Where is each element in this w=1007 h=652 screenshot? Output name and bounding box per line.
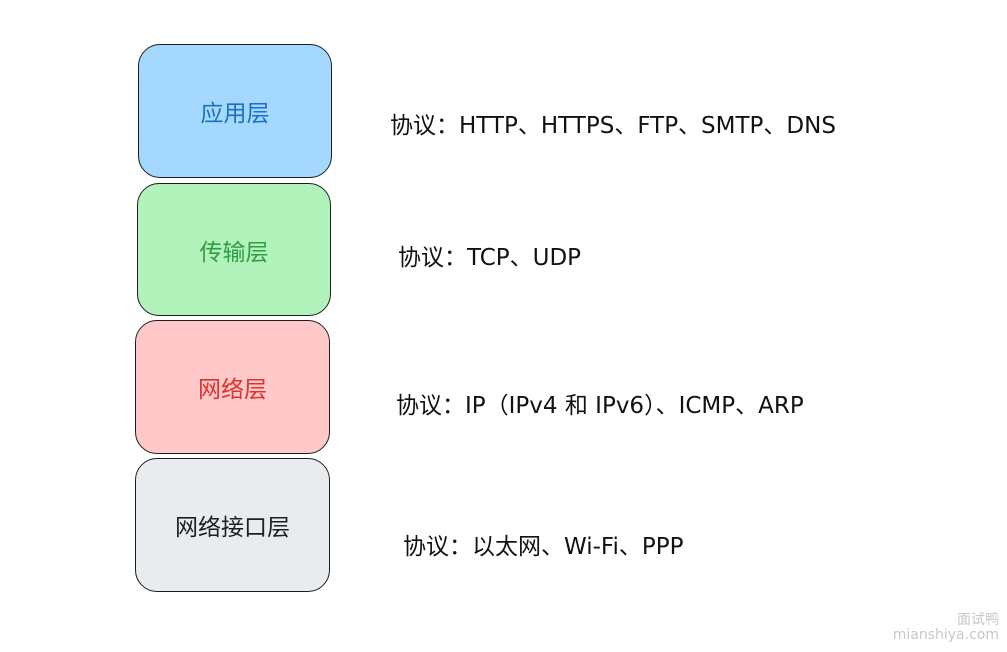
layer-label-network-interface: 网络接口层 bbox=[175, 515, 290, 541]
protocol-text-network: 协议：IP（IPv4 和 IPv6）、ICMP、ARP bbox=[396, 393, 804, 419]
layer-label-transport: 传输层 bbox=[199, 239, 269, 266]
layer-box-network-interface: 网络接口层 bbox=[135, 458, 330, 592]
watermark-brand: 面试鸭 bbox=[957, 612, 999, 628]
layer-box-network: 网络层 bbox=[135, 320, 330, 454]
protocol-text-network-interface: 协议：以太网、Wi-Fi、PPP bbox=[403, 534, 684, 560]
protocol-text-application: 协议：HTTP、HTTPS、FTP、SMTP、DNS bbox=[390, 113, 836, 139]
protocol-text-transport: 协议：TCP、UDP bbox=[398, 245, 582, 271]
layer-label-network: 网络层 bbox=[198, 377, 267, 403]
layer-label-application: 应用层 bbox=[200, 101, 270, 127]
watermark-url: mianshiya.com bbox=[892, 627, 999, 643]
layer-box-transport: 传输层 bbox=[137, 183, 331, 316]
layer-box-application: 应用层 bbox=[138, 44, 332, 178]
